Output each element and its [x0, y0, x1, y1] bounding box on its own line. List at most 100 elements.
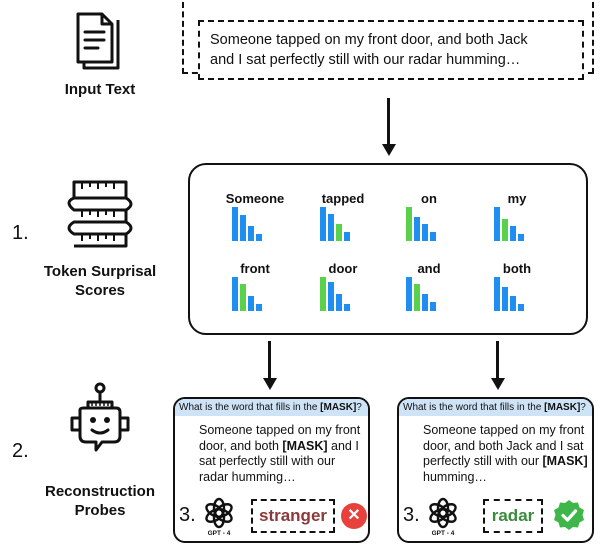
token-label: both: [502, 261, 532, 276]
surprisal-bar: [336, 294, 342, 311]
arrow-scores-to-probe-left: [268, 341, 271, 379]
surprisal-bar: [422, 224, 428, 241]
question-suffix: ?: [356, 402, 362, 413]
input-text-line2: and I sat perfectly still with our radar…: [210, 52, 521, 68]
surprisal-bar: [430, 302, 436, 311]
correct-badge-icon: [553, 499, 585, 531]
question-mask: [MASK]: [320, 402, 357, 413]
robot-icon: [66, 380, 134, 464]
surprisal-bar: [232, 277, 238, 311]
surprisal-bar: [518, 234, 524, 241]
passage-line: door, and both [MASK] and I: [199, 438, 368, 455]
probe-passage: Someone tapped on my front door, and bot…: [199, 423, 368, 485]
surprisal-bar: [422, 294, 428, 311]
token-label: on: [421, 191, 437, 206]
reconstruction-probes-label: Reconstruction Probes: [20, 482, 180, 520]
step-3-number: 3.: [179, 504, 196, 526]
passage-line: Someone tapped on my front: [423, 423, 585, 437]
surprisal-bar: [502, 287, 508, 311]
arrow-scores-to-probe-right: [496, 341, 499, 379]
surprisal-bar: [344, 232, 350, 241]
reconstruction-probes-label-line1: Reconstruction: [44, 483, 155, 500]
surprisal-bar: [414, 217, 420, 241]
surprisal-bar-chart: [406, 207, 446, 241]
surprisal-bar: [232, 207, 238, 241]
surprisal-bar-chart: [320, 207, 360, 241]
passage-line: humming…: [423, 469, 487, 484]
openai-logo-icon: [427, 497, 459, 529]
question-mask: [MASK]: [544, 402, 581, 413]
token-label: tapped: [321, 191, 365, 206]
passage-mask: [MASK]: [282, 438, 328, 453]
surprisal-bar: [344, 304, 350, 311]
passage-mask: [MASK]: [542, 454, 588, 468]
token-label: door: [328, 261, 358, 276]
surprisal-bar: [248, 296, 254, 311]
wrong-icon: ✕: [341, 503, 367, 529]
arrow-input-to-scores-head: [382, 144, 396, 156]
probe-question: What is the word that fills in the [MASK…: [399, 399, 592, 416]
surprisal-bar-chart: [232, 277, 272, 311]
token-grid: Someone tapped on my front door and both: [188, 163, 588, 335]
probe-question: What is the word that fills in the [MASK…: [175, 399, 368, 416]
question-prefix: What is the word that fills in the: [403, 402, 545, 413]
surprisal-bar: [328, 214, 334, 241]
question-suffix: ?: [580, 402, 586, 413]
passage-segment: door, and both: [199, 438, 283, 453]
surprisal-bar: [502, 219, 508, 241]
passage-line: sat perfectly still with our: [199, 454, 336, 468]
surprisal-bar: [430, 232, 436, 241]
token-label: my: [507, 191, 527, 206]
token-label: front: [240, 261, 270, 276]
reconstruction-probes-label-line2: Probes: [74, 502, 126, 519]
surprisal-bar-chart: [494, 277, 534, 311]
arrow-scores-to-probe-left-head: [263, 378, 277, 390]
token-surprisal-label: Token Surprisal Scores: [20, 262, 180, 300]
passage-segment: perfectly still with our: [423, 454, 543, 468]
surprisal-bar: [240, 284, 246, 311]
arrow-input-to-scores: [387, 98, 390, 144]
surprisal-bar: [518, 304, 524, 311]
token-surprisal-label-line2: Scores: [74, 282, 126, 299]
surprisal-bar: [240, 215, 246, 241]
document-icon: [70, 8, 130, 72]
passage-segment: and I: [327, 438, 359, 453]
step-1-number: 1.: [12, 222, 29, 244]
surprisal-bar: [406, 207, 412, 241]
token-surprisal-label-line1: Token Surprisal: [43, 263, 157, 280]
surprisal-bar: [320, 207, 326, 241]
input-text-line1: Someone tapped on my front door, and bot…: [210, 32, 528, 48]
surprisal-bar-chart: [320, 277, 360, 311]
model-label: GPT - 4: [207, 530, 231, 537]
question-prefix: What is the word that fills in the: [179, 402, 321, 413]
probe-passage: Someone tapped on my front door, and bot…: [423, 423, 592, 485]
passage-line: radar humming…: [199, 469, 296, 484]
surprisal-bar: [494, 277, 500, 311]
passage-line: door, and both Jack and I sat: [423, 438, 584, 453]
model-label: GPT - 4: [431, 530, 455, 537]
surprisal-bar: [494, 207, 500, 241]
answer-box-stranger: stranger: [251, 499, 335, 533]
answer-box-radar: radar: [483, 499, 543, 533]
surprisal-bar: [510, 226, 516, 241]
surprisal-bar-chart: [494, 207, 534, 241]
step-2-number: 2.: [12, 440, 29, 462]
passage-line: Someone tapped on my front: [199, 423, 361, 437]
surprisal-bar: [406, 277, 412, 311]
surprisal-bar: [256, 234, 262, 241]
probe-card-correct: What is the word that fills in the [MASK…: [397, 397, 594, 543]
tape-measure-icon: [62, 172, 138, 250]
token-label: Someone: [225, 191, 285, 206]
surprisal-bar: [328, 282, 334, 311]
surprisal-bar: [336, 224, 342, 241]
input-text-box: Someone tapped on my front door, and bot…: [198, 20, 584, 80]
token-label: and: [417, 261, 441, 276]
openai-logo-icon: [203, 497, 235, 529]
step-3-number: 3.: [403, 504, 420, 526]
surprisal-bar-chart: [232, 207, 272, 241]
surprisal-bar: [248, 226, 254, 241]
arrow-scores-to-probe-right-head: [491, 378, 505, 390]
probe-card-wrong: What is the word that fills in the [MASK…: [173, 397, 370, 543]
surprisal-bar-chart: [406, 277, 446, 311]
surprisal-bar: [414, 284, 420, 311]
